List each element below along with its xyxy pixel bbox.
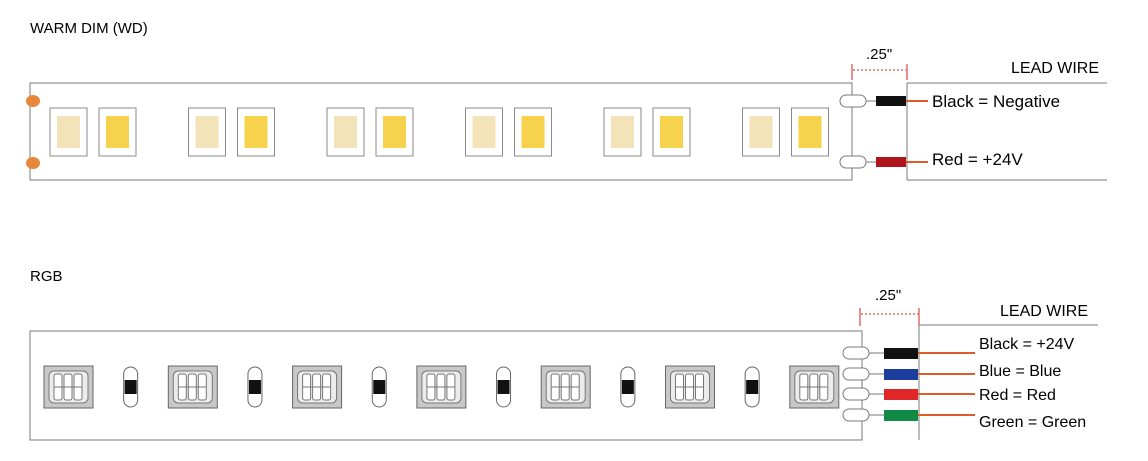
warm-white-led-chip xyxy=(472,116,496,148)
rgb-led xyxy=(540,365,591,409)
amber-led-chip xyxy=(106,116,129,148)
warm-dim-led-pair xyxy=(603,107,691,157)
warm-dim-led-pair xyxy=(49,107,137,157)
warm-white-led-chip xyxy=(195,116,219,148)
rgb-resistor-core xyxy=(746,380,759,394)
rgb-wire-blue: Blue = Blue xyxy=(842,363,1061,381)
warm-dim-wire-red-insulation xyxy=(876,157,906,167)
rgb-wire-blue-label: Blue = Blue xyxy=(979,363,1061,380)
rgb-led xyxy=(665,365,715,409)
rgb-led xyxy=(416,365,467,409)
warm-dim-led-pair xyxy=(742,107,829,157)
rgb-dimension: .25" xyxy=(859,287,920,326)
warm-dim-strip-body xyxy=(29,82,853,181)
rgb-resistor xyxy=(744,366,760,408)
amber-led-chip xyxy=(383,116,406,148)
rgb-led-row xyxy=(43,365,840,409)
rgb-led xyxy=(167,365,218,409)
rgb-section: RGB .25" LEAD WIRE Black = +24V xyxy=(29,268,1098,441)
amber-led-chip xyxy=(660,116,683,148)
rgb-wire-green-insulation xyxy=(884,410,918,421)
rgb-resistor xyxy=(620,366,636,408)
warm-dim-lead-wire-label: LEAD WIRE xyxy=(1011,60,1099,77)
rgb-wire-red: Red = Red xyxy=(842,387,1056,404)
amber-led-chip xyxy=(798,116,822,148)
warm-dim-led-row xyxy=(49,107,829,157)
warm-dim-led-pair xyxy=(188,107,275,157)
rgb-wire-green: Green = Green xyxy=(842,408,1086,431)
warm-dim-led-pair xyxy=(326,107,414,157)
warm-white-led-chip xyxy=(57,116,80,148)
rgb-led xyxy=(43,365,94,409)
rgb-resistor-core xyxy=(373,380,386,394)
rgb-wire-green-label: Green = Green xyxy=(979,414,1086,431)
rgb-lead-wire-label: LEAD WIRE xyxy=(1000,303,1088,320)
warm-dim-wire-red-label: Red = +24V xyxy=(932,150,1023,169)
rgb-led xyxy=(789,365,840,409)
warm-dim-wire-red: Red = +24V xyxy=(839,150,1023,169)
rgb-title: RGB xyxy=(30,268,63,285)
rgb-resistor xyxy=(123,366,139,408)
warm-dim-end-pad-bottom xyxy=(26,157,40,169)
rgb-wire-black-label: Black = +24V xyxy=(979,336,1075,353)
rgb-led xyxy=(292,365,343,409)
rgb-wire-black: Black = +24V xyxy=(842,336,1075,360)
rgb-wire-blue-insulation xyxy=(884,369,918,380)
warm-dim-wire-black-label: Black = Negative xyxy=(932,92,1060,111)
warm-dim-title: WARM DIM (WD) xyxy=(30,20,148,37)
warm-white-led-chip xyxy=(749,116,773,148)
warm-dim-wire-black-insulation xyxy=(876,96,906,106)
warm-white-led-chip xyxy=(611,116,634,148)
warm-white-led-chip xyxy=(334,116,357,148)
warm-dim-section: WARM DIM (WD) .25" LEAD WIRE Black = Neg… xyxy=(26,20,1107,181)
rgb-resistor-core xyxy=(124,380,137,394)
rgb-resistor-core xyxy=(621,380,634,394)
warm-dim-wire-black: Black = Negative xyxy=(839,92,1060,111)
rgb-resistor xyxy=(496,366,512,408)
amber-led-chip xyxy=(244,116,268,148)
warm-dim-dimension: .25" xyxy=(851,46,908,80)
warm-dim-end-pad-top xyxy=(26,95,40,107)
rgb-wire-red-label: Red = Red xyxy=(979,387,1056,404)
rgb-resistor xyxy=(371,366,387,408)
rgb-wire-black-insulation xyxy=(884,348,918,359)
rgb-dimension-label: .25" xyxy=(875,287,901,304)
rgb-resistor-core xyxy=(497,380,510,394)
rgb-resistor-core xyxy=(248,380,261,394)
rgb-resistor xyxy=(247,366,263,408)
warm-dim-dimension-label: .25" xyxy=(866,46,892,63)
rgb-wires: Black = +24V Blue = Blue Red = Red xyxy=(842,336,1086,431)
warm-dim-led-pair xyxy=(465,107,552,157)
rgb-wire-red-insulation xyxy=(884,389,918,400)
amber-led-chip xyxy=(521,116,545,148)
